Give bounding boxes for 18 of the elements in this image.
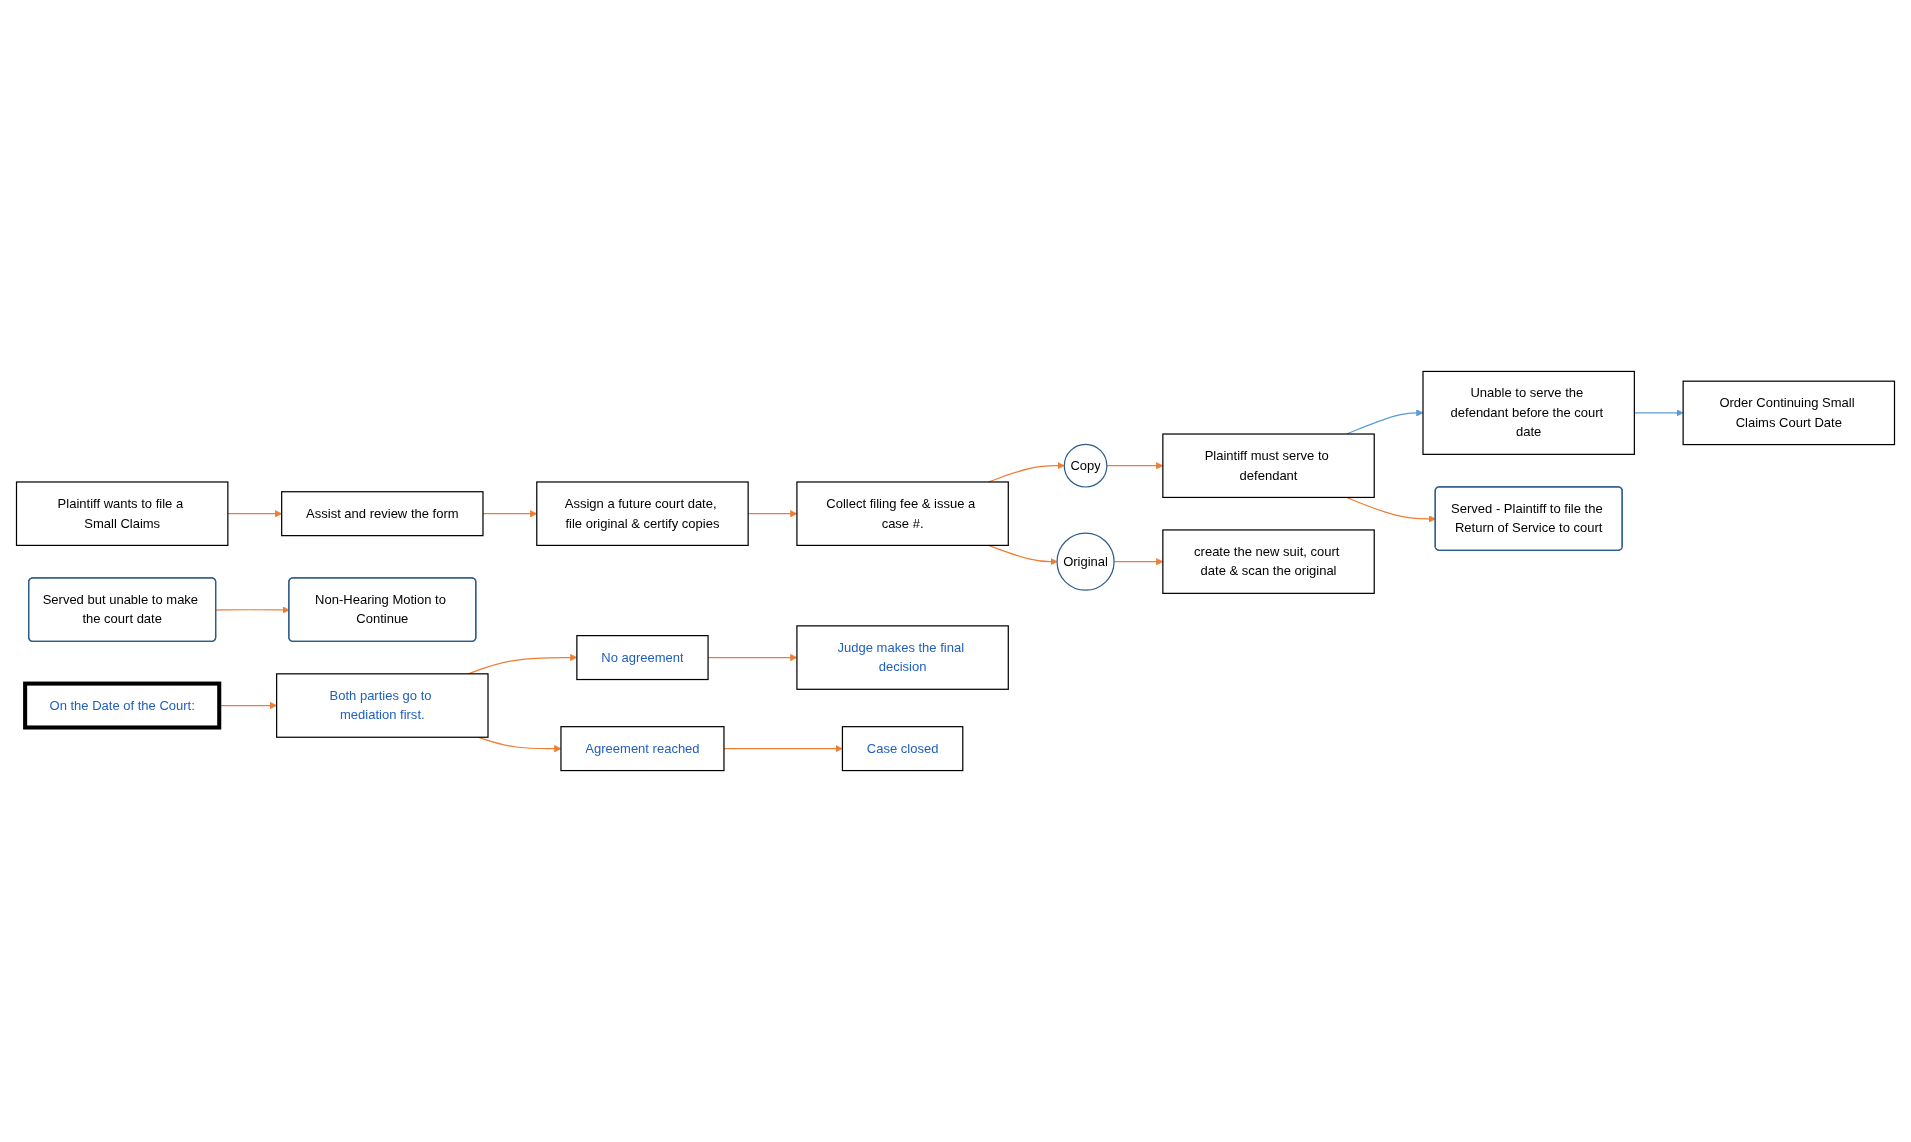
node-box: Collect filing fee & issue a case #.	[796, 481, 1009, 546]
node-box: Judge makes the final decision	[796, 625, 1009, 690]
node-box: Assign a future court date, file original & certify copies	[536, 481, 749, 546]
node-box: Assist and review the form	[281, 491, 484, 537]
node-box: Both parties go to mediation first.	[276, 673, 489, 738]
arrow	[227, 510, 282, 518]
node-box: Order Continuing Small Claims Court Date	[1682, 380, 1896, 446]
node-box: Plaintiff wants to file a Small Claims	[15, 481, 229, 546]
node-box: create the new suit, court date & scan the original	[1162, 529, 1375, 594]
node-box: Agreement reached	[560, 726, 725, 772]
node-box: Unable to serve the defendant before the court date	[1422, 370, 1635, 455]
node-circle: Copy	[1063, 443, 1108, 488]
node-box: Case closed	[841, 726, 964, 772]
node-circle: Original	[1056, 532, 1115, 591]
arrow	[723, 745, 843, 753]
node-box: Plaintiff must serve to defendant	[1162, 433, 1375, 499]
node-box: No agreement	[576, 635, 709, 681]
node-box: On the Date of the Court:	[23, 681, 222, 730]
